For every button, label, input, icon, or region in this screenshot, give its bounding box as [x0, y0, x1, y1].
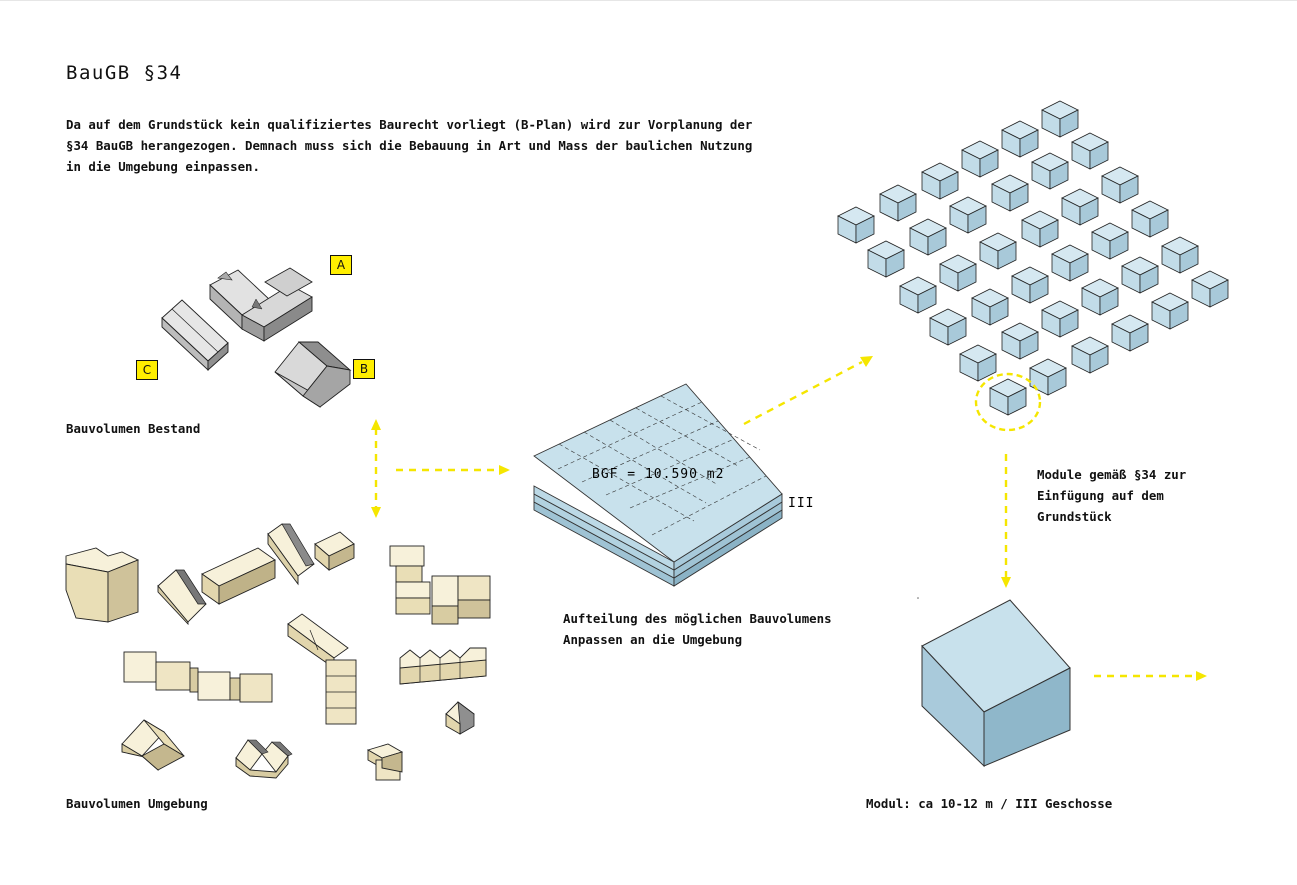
module-cube — [837, 206, 875, 244]
top-rule — [0, 0, 1297, 1]
surrounding-building — [389, 545, 491, 625]
surrounding-building — [123, 651, 273, 703]
existing-building-c — [161, 299, 229, 372]
module-cube — [1041, 100, 1079, 138]
module-cube — [899, 276, 937, 314]
module-cube — [991, 174, 1029, 212]
module-cube — [879, 184, 917, 222]
module-cube — [961, 140, 999, 178]
module-cube — [1091, 222, 1129, 260]
module-cube — [1001, 322, 1039, 360]
surrounding-building — [399, 647, 487, 685]
tag-a: A — [330, 255, 352, 275]
page-title: BauGB §34 — [66, 62, 183, 84]
module-cube — [1071, 336, 1109, 374]
module-cube — [1001, 120, 1039, 158]
module-cube — [1051, 244, 1089, 282]
tag-c: C — [136, 360, 158, 380]
module-cube — [1011, 266, 1049, 304]
caption-line: Module gemäß §34 zur — [1037, 467, 1187, 482]
module-cube — [1121, 256, 1159, 294]
module-highlight — [974, 372, 1042, 432]
module-cube — [1131, 200, 1169, 238]
surrounding-building — [235, 739, 293, 779]
surrounding-building — [366, 743, 404, 781]
module-cube — [929, 308, 967, 346]
module-cube — [1191, 270, 1229, 308]
module-cube — [867, 240, 905, 278]
existing-building-a — [209, 267, 313, 342]
module-cube — [1071, 132, 1109, 170]
module-cube — [1161, 236, 1199, 274]
floors-label: III — [788, 496, 814, 511]
module-cube — [1061, 188, 1099, 226]
caption-volume: Aufteilung des möglichen Bauvolumens Anp… — [563, 608, 832, 650]
bgf-label: BGF = 10.590 m2 — [592, 467, 724, 482]
tag-b: B — [353, 359, 375, 379]
single-module — [917, 597, 1071, 768]
surrounding-building — [314, 531, 355, 571]
caption-line: Einfügung auf dem — [1037, 488, 1164, 503]
existing-building-b — [274, 341, 352, 408]
caption-module: Modul: ca 10-12 m / III Geschosse — [866, 796, 1113, 811]
surrounding-building — [157, 569, 207, 626]
module-cube — [1101, 166, 1139, 204]
surrounding-building — [267, 523, 315, 586]
module-cube — [1031, 152, 1069, 190]
module-cube — [1151, 292, 1189, 330]
module-cube — [949, 196, 987, 234]
module-cube — [989, 378, 1027, 416]
volume-slab: BGF = 10.590 m2 III — [533, 383, 814, 587]
existing-buildings — [161, 267, 352, 408]
module-cube — [921, 162, 959, 200]
caption-existing: Bauvolumen Bestand — [66, 421, 201, 436]
surrounding-building — [121, 719, 185, 771]
surrounding-building — [201, 547, 276, 605]
arrow-to-grid — [743, 360, 863, 426]
flow-arrows — [374, 360, 1196, 678]
intro-text: Da auf dem Grundstück kein qualifizierte… — [66, 114, 766, 177]
surrounding-buildings — [65, 523, 491, 781]
surrounding-building — [445, 701, 475, 735]
caption-line: Anpassen an die Umgebung — [563, 632, 743, 647]
module-cube — [939, 254, 977, 292]
module-cube — [1111, 314, 1149, 352]
surrounding-building — [287, 613, 357, 725]
intro-line: in die Umgebung einpassen. — [66, 159, 260, 174]
module-cube — [959, 344, 997, 382]
module-grid — [837, 100, 1229, 432]
surrounding-building — [65, 547, 140, 623]
caption-modules: Module gemäß §34 zur Einfügung auf dem G… — [1037, 464, 1186, 527]
module-cube — [1041, 300, 1079, 338]
arrow-heads — [371, 356, 1207, 681]
intro-line: Da auf dem Grundstück kein qualifizierte… — [66, 117, 753, 132]
module-cube — [909, 218, 947, 256]
intro-line: §34 BauGB herangezogen. Demnach muss sic… — [66, 138, 753, 153]
caption-line: Aufteilung des möglichen Bauvolumens — [563, 611, 832, 626]
module-cube — [979, 232, 1017, 270]
module-cube — [1081, 278, 1119, 316]
module-cube — [1021, 210, 1059, 248]
caption-surroundings: Bauvolumen Umgebung — [66, 796, 208, 811]
module-cube — [971, 288, 1009, 326]
caption-line: Grundstück — [1037, 509, 1112, 524]
